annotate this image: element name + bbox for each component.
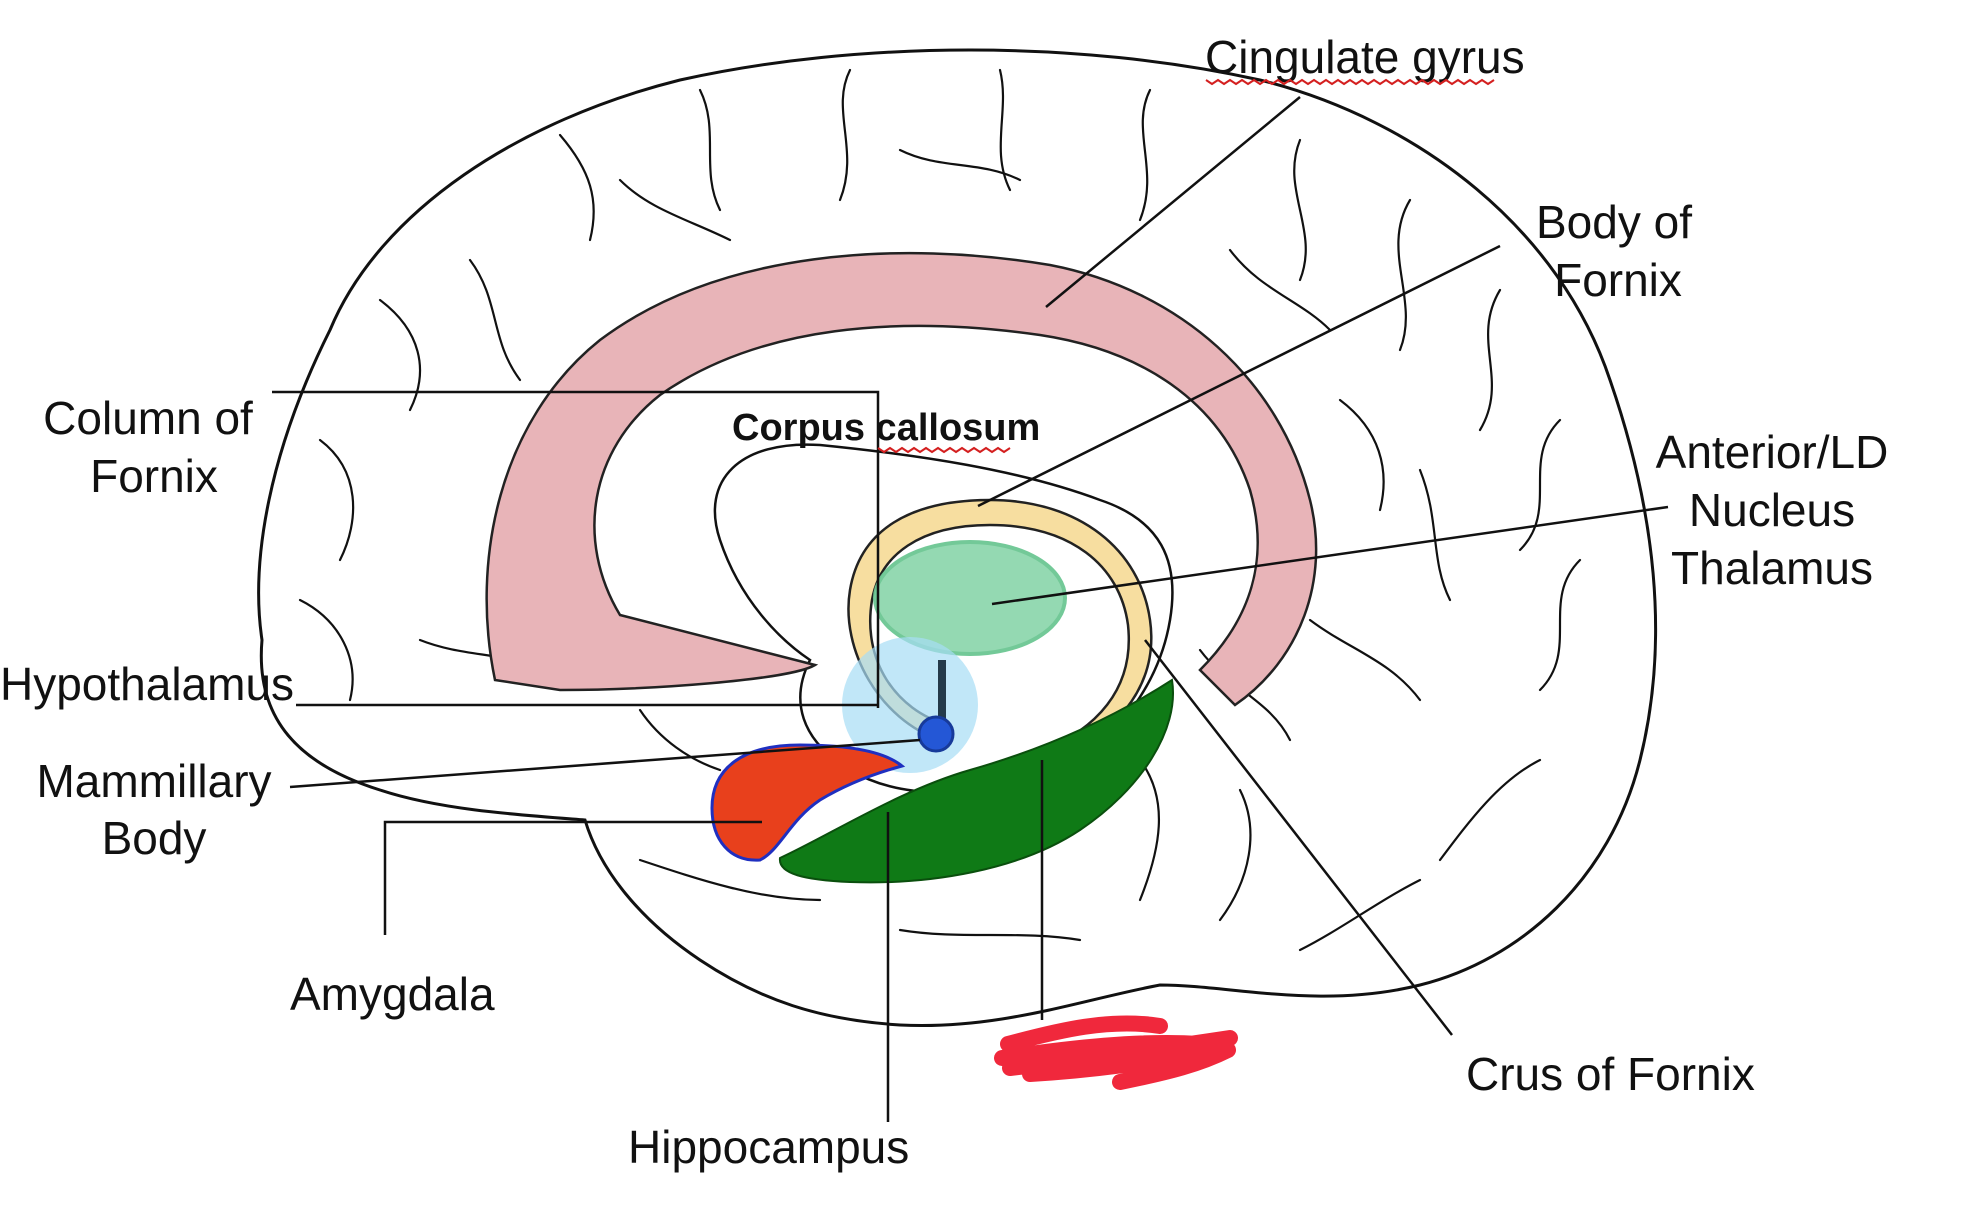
label-amygdala: Amygdala	[290, 968, 495, 1020]
cingulate-gyrus-band	[485, 251, 1318, 707]
ventricle-outline	[713, 443, 1174, 794]
label-anterior-line3: Thalamus	[1671, 542, 1873, 594]
spellcheck-underline-cingulate	[1205, 78, 1495, 86]
red-scribble	[994, 1015, 1238, 1090]
label-mammillary-line1: Mammillary	[36, 755, 271, 807]
anterior-thalamus-ellipse	[873, 540, 1067, 656]
amygdala-shape	[710, 743, 906, 862]
label-body-of-fornix-line2: Fornix	[1554, 254, 1682, 306]
mammillary-body-dot	[917, 715, 955, 753]
label-crus-of-fornix: Crus of Fornix	[1466, 1048, 1755, 1100]
leader-lines	[272, 96, 1669, 1122]
label-hypothalamus: Hypothalamus	[0, 658, 294, 710]
label-column-of-fornix-line2: Fornix	[90, 450, 218, 502]
hippocampus-shape	[778, 678, 1174, 884]
brain-outline	[257, 48, 1658, 1028]
label-anterior-line2: Nucleus	[1689, 484, 1855, 536]
label-corpus-callosum: Corpus callosum	[732, 407, 1040, 449]
label-body-of-fornix-line1: Body of	[1536, 196, 1692, 248]
label-column-of-fornix-line1: Column of	[43, 392, 253, 444]
label-anterior-line1: Anterior/LD	[1656, 426, 1889, 478]
brain-sulci	[298, 68, 1582, 952]
label-cingulate-gyrus: Cingulate gyrus	[1205, 31, 1525, 83]
label-mammillary-line2: Body	[102, 812, 207, 864]
label-hippocampus: Hippocampus	[628, 1121, 909, 1173]
spellcheck-underline-callosum	[877, 446, 1011, 454]
